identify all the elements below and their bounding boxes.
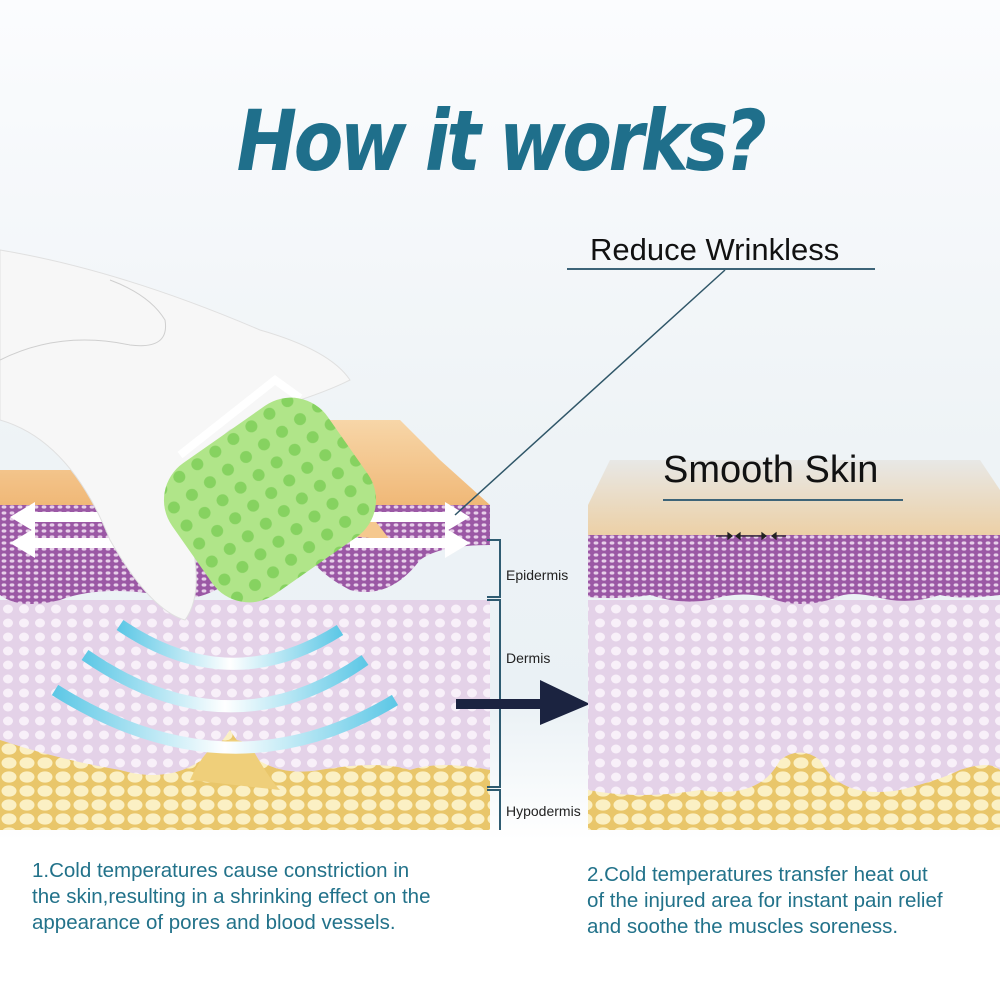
caption-line: and soothe the muscles soreness. [587, 915, 899, 938]
caption-line: the skin,resulting in a shrinking effect… [32, 885, 431, 908]
callout-leader-line [454, 269, 726, 516]
caption-line: 1.Cold temperatures cause constriction i… [32, 859, 410, 882]
ice-roller-icon [0, 249, 377, 621]
layer-brackets [487, 539, 501, 830]
label-dermis: Dermis [506, 650, 551, 666]
caption-line: appearance of pores and blood vessels. [32, 911, 396, 934]
page-title: How it works? [236, 92, 767, 190]
label-hypodermis: Hypodermis [506, 803, 581, 819]
cold-wave-icon [51, 620, 399, 754]
skin-after [588, 460, 1000, 830]
callout-reduce-wrinkles: Reduce Wrinkless [590, 232, 840, 267]
label-epidermis: Epidermis [506, 567, 569, 583]
callout-smooth-skin: Smooth Skin [663, 449, 879, 491]
caption-line: of the injured area for instant pain rel… [587, 889, 943, 912]
callout-underline [663, 499, 903, 501]
arrow-right-icon [456, 680, 590, 725]
callout-underline [567, 268, 875, 270]
caption-right: 2.Cold temperatures transfer heat out of… [587, 862, 943, 940]
caption-line: 2.Cold temperatures transfer heat out [587, 863, 928, 886]
tighten-arrows-icon [716, 531, 786, 541]
caption-left: 1.Cold temperatures cause constriction i… [32, 858, 430, 936]
